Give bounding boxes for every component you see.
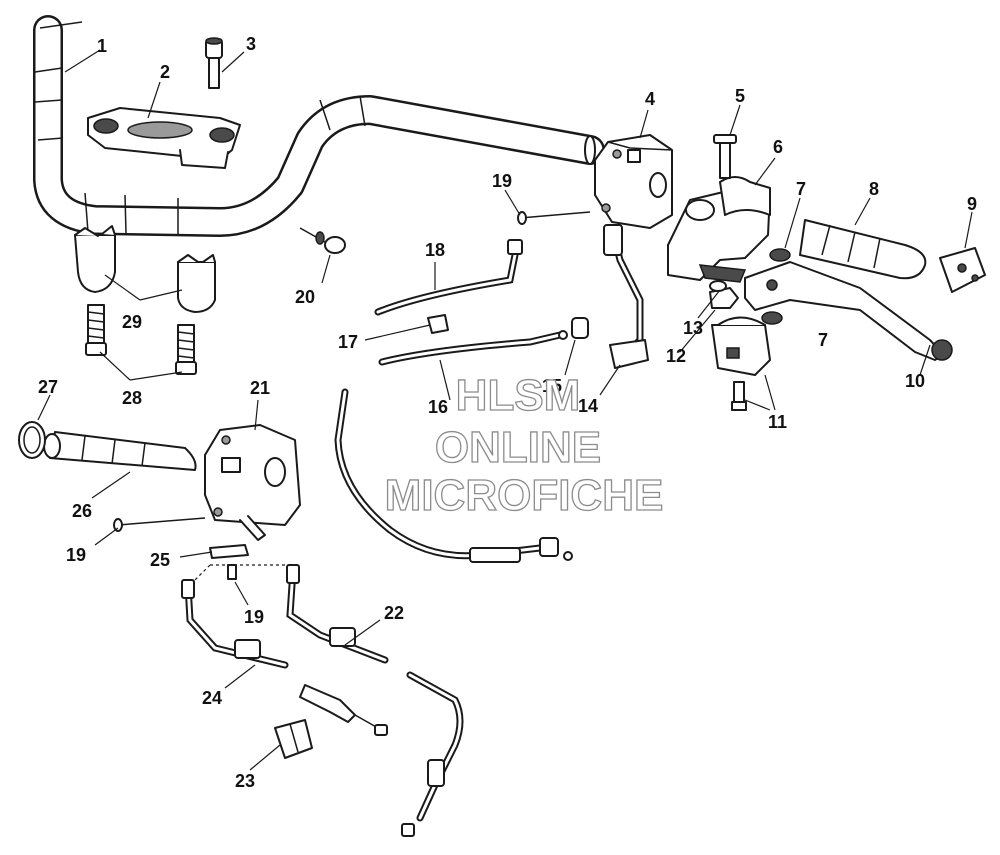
- callout-8: 8: [869, 179, 879, 199]
- clutch-lever: [744, 261, 953, 361]
- callout-17: 17: [338, 332, 358, 352]
- callout-25: 25: [150, 550, 170, 570]
- screw-left: [113, 517, 206, 532]
- callout-9: 9: [967, 194, 977, 214]
- callout-21: 21: [250, 378, 270, 398]
- callout-4: 4: [645, 89, 655, 109]
- cable-clip: [299, 227, 346, 254]
- callout-14: 14: [578, 396, 598, 416]
- callout-6: 6: [773, 137, 783, 157]
- right-grip: [799, 219, 927, 280]
- clutch-cable: [334, 388, 573, 563]
- callout-26: 26: [72, 501, 92, 521]
- idle-cable: [401, 671, 464, 837]
- callout-19-top: 19: [492, 171, 512, 191]
- callout-27: 27: [38, 377, 58, 397]
- throttle-cable-24: [181, 579, 289, 669]
- callout-7-bottom: 7: [818, 330, 828, 350]
- callout-16: 16: [428, 397, 448, 417]
- throttle-cable-22: [286, 564, 389, 664]
- boot-17: [427, 314, 449, 334]
- callout-labels: 1 2 3 4 5 6 7 8 9 7 10 11 12 13 14 15 16…: [38, 34, 977, 791]
- throttle-cable-16: [378, 330, 568, 366]
- callout-11: 11: [768, 412, 787, 432]
- watermark: HLSM ONLINE MICROFICHE: [384, 370, 664, 520]
- callout-20: 20: [295, 287, 315, 307]
- callout-28: 28: [122, 388, 142, 408]
- right-switch-housing: [594, 134, 673, 229]
- leader-lines: [37, 49, 973, 771]
- plug-15: [571, 317, 589, 339]
- callout-15: 15: [542, 376, 562, 396]
- switch-wire: [603, 224, 649, 369]
- callout-1: 1: [97, 36, 107, 56]
- callout-13: 13: [683, 318, 703, 338]
- watermark-line2: ONLINE: [435, 423, 601, 472]
- handlebar: [33, 15, 605, 237]
- callout-12: 12: [666, 346, 686, 366]
- washer-7-top: [769, 248, 791, 262]
- callout-24: 24: [202, 688, 222, 708]
- left-throttle-grip: [43, 431, 197, 471]
- callout-29: 29: [122, 312, 142, 332]
- risers: [74, 225, 216, 313]
- left-switch-housing: [204, 424, 301, 541]
- screw-bottom: [227, 564, 237, 580]
- watermark-line3: MICROFICHE: [385, 471, 664, 520]
- callout-19-bottom: 19: [244, 607, 264, 627]
- callout-19-left: 19: [66, 545, 86, 565]
- switch-cable-18: [374, 239, 523, 316]
- riser-top-clamp: [87, 107, 241, 169]
- callout-3: 3: [246, 34, 256, 54]
- callout-22: 22: [384, 603, 404, 623]
- callout-23: 23: [235, 771, 255, 791]
- end-cap: [939, 247, 986, 293]
- washer-13: [709, 280, 727, 292]
- callout-18: 18: [425, 240, 445, 260]
- ring-27: [18, 421, 46, 459]
- ferrule-23: [274, 719, 313, 759]
- riser-bolts: [85, 304, 197, 375]
- callout-7-top: 7: [796, 179, 806, 199]
- cable-bracket: [209, 544, 249, 559]
- callout-5: 5: [735, 86, 745, 106]
- perch-clamp: [711, 316, 771, 411]
- clamp-bolt: [205, 37, 223, 89]
- callout-10: 10: [905, 371, 925, 391]
- pivot-pin: [713, 134, 737, 179]
- cable-adjuster: [299, 684, 388, 736]
- watermark-line1: HLSM: [456, 371, 581, 420]
- screw-right: [517, 211, 591, 225]
- clutch-perch: [667, 176, 771, 283]
- callout-2: 2: [160, 62, 170, 82]
- washer-7-bottom: [761, 311, 783, 325]
